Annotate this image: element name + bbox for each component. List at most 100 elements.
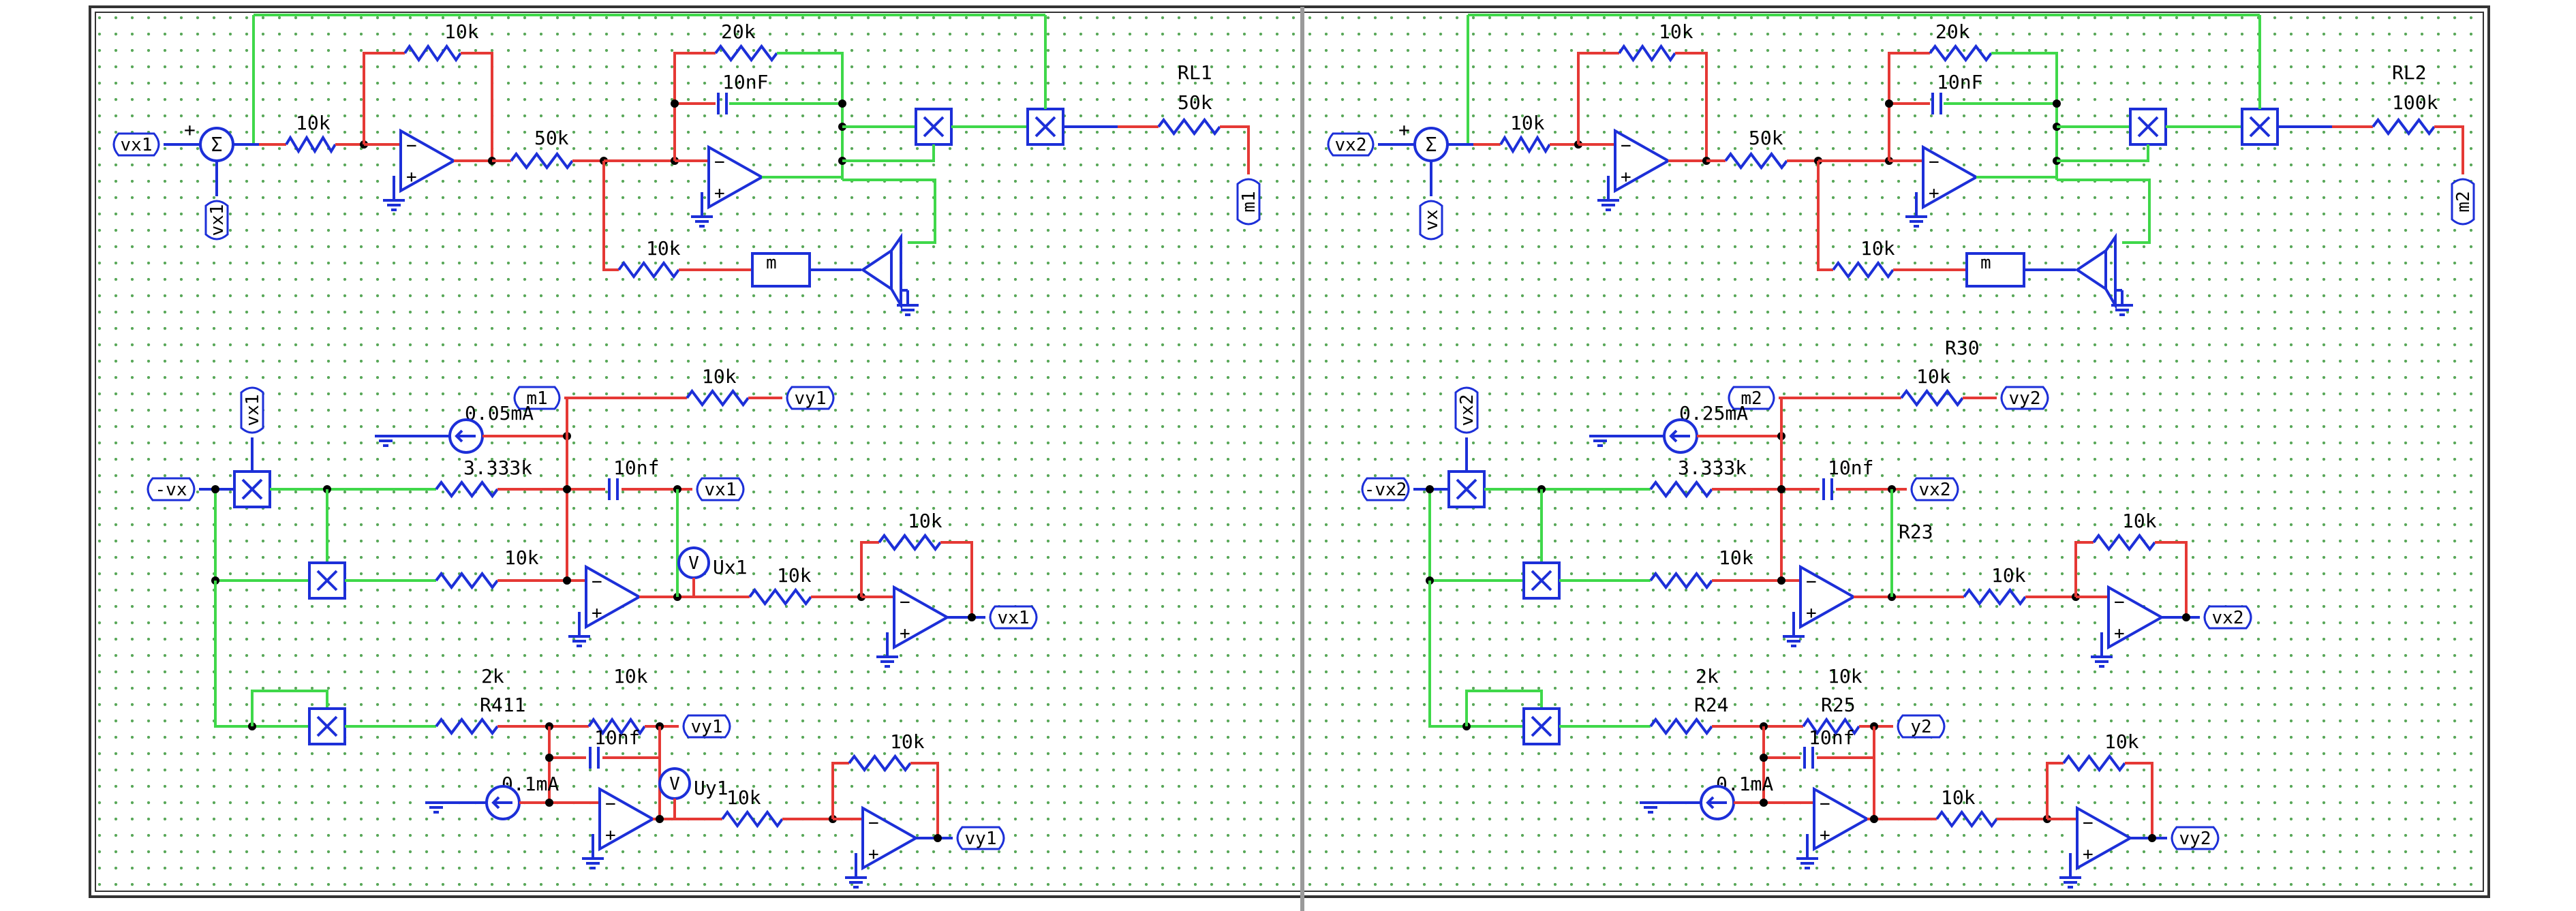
wire <box>940 541 973 617</box>
op-amp-minus: − <box>2083 813 2094 833</box>
resistor <box>435 480 499 499</box>
resistor <box>435 717 499 736</box>
op-amp-plus: + <box>1929 183 1939 204</box>
resistor-label: 10k <box>2122 510 2157 532</box>
vx-tag: vx2 <box>1910 477 1959 501</box>
current-source <box>485 785 521 820</box>
capacitor-label: 10nF <box>722 71 768 93</box>
m-input-tag: m2 <box>1728 386 1775 410</box>
op-amp: −+ <box>1783 564 1857 647</box>
vx-output-tag: vx2 <box>2203 605 2252 630</box>
ground-symbol <box>1640 801 1661 814</box>
wire <box>363 52 405 144</box>
vx-tag: vx1 <box>696 477 745 501</box>
vy-link-tag: vy1 <box>786 386 835 410</box>
current-source <box>1700 785 1735 820</box>
wire <box>461 52 493 161</box>
ground-symbol <box>375 435 397 447</box>
op-amp-plus: + <box>605 825 616 846</box>
m-block-label: m <box>766 253 777 273</box>
resistor <box>1649 480 1713 499</box>
multiplier-block <box>1026 108 1064 146</box>
op-amp-plus: + <box>2114 623 2125 644</box>
resistor-label: 2k <box>481 665 504 688</box>
op-amp-minus: − <box>1621 136 1631 156</box>
capacitor <box>589 747 600 769</box>
resistor <box>2092 533 2156 552</box>
op-amp: −+ <box>1905 144 1980 228</box>
op-amp-plus: + <box>1621 167 1631 187</box>
junction-dot <box>545 799 553 807</box>
current-source <box>1663 418 1698 454</box>
op-amp-plus: + <box>406 167 417 187</box>
op-amp: −+ <box>876 585 951 668</box>
meter-label: Uy1 <box>694 777 729 799</box>
vx-output-tag: vx1 <box>989 605 1038 630</box>
wire <box>831 762 849 819</box>
resistor-label: 10k <box>777 564 812 587</box>
resistor-label: 10k <box>890 730 925 753</box>
junction-dot <box>1426 485 1434 493</box>
input-tag-text: vx1 <box>121 135 153 155</box>
neg-vx-tag-text: -vx <box>155 480 187 500</box>
resistor-label: 10k <box>908 510 942 532</box>
vx-input-tag: vx2 <box>1454 386 1479 434</box>
resistor <box>617 260 680 279</box>
wire <box>1817 161 1833 271</box>
output-m-tag: m2 <box>2451 178 2475 226</box>
feedback-tag: vx <box>1419 200 1443 241</box>
neg-vx-tag: -vx2 <box>1361 477 1410 501</box>
ground-symbol <box>1597 199 1619 211</box>
svg-text:Σ: Σ <box>1426 134 1437 156</box>
resistor-name: R30 <box>1945 337 1980 359</box>
capacitor <box>1822 478 1833 500</box>
capacitor-label: 10nf <box>594 726 640 749</box>
wire <box>1220 125 1250 174</box>
op-amp: −+ <box>691 144 765 228</box>
resistor-label: 10k <box>702 365 737 388</box>
vx-input-tag: vx1 <box>240 386 264 434</box>
vx-tag-text: vx1 <box>705 480 737 500</box>
svg-text:V: V <box>688 553 699 574</box>
resistor <box>1618 44 1676 63</box>
wire <box>1465 690 1543 726</box>
feedback-tag-text: vx1 <box>207 204 228 236</box>
resistor-label: 10k <box>2104 730 2139 753</box>
junction-dot <box>934 834 942 842</box>
wire <box>2057 144 2149 162</box>
ground-symbol <box>876 655 898 668</box>
op-amp: −+ <box>845 805 919 889</box>
op-amp-minus: − <box>592 572 602 592</box>
resistor <box>1649 717 1713 736</box>
op-amp: −+ <box>383 128 457 211</box>
load-resistor-label: 100k <box>2392 91 2438 114</box>
ground-symbol <box>1783 635 1805 647</box>
resistor-label: 50k <box>1749 127 1783 149</box>
m-input-tag-text: m1 <box>526 388 547 409</box>
current-source <box>448 418 484 454</box>
multiplier-block <box>1522 561 1561 600</box>
output-m-tag-text: m1 <box>1239 191 1259 212</box>
multiplier-block <box>2241 108 2279 146</box>
resistor <box>1724 151 1788 170</box>
vy-link-tag: vy2 <box>2000 386 2049 410</box>
vy-tag: y2 <box>1897 714 1946 739</box>
resistor-label: 3.333k <box>1678 457 1747 479</box>
junction-dot <box>1870 815 1878 823</box>
junction-dot <box>1760 754 1768 762</box>
vy-tag-text: vy1 <box>691 717 723 737</box>
op-amp-minus: − <box>406 136 417 156</box>
output-m-tag-text: m2 <box>2453 191 2474 212</box>
resistor-label: 10k <box>296 112 331 134</box>
capacitor <box>1931 93 1942 114</box>
ground-symbol <box>2059 876 2081 889</box>
resistor <box>1802 717 1860 736</box>
wire <box>602 161 619 271</box>
m-block: m <box>751 252 811 288</box>
m-block-label: m <box>1980 253 1991 273</box>
resistor <box>1499 135 1551 154</box>
wire <box>214 581 311 728</box>
plus-sign: + <box>1398 119 1410 141</box>
resistor <box>510 151 574 170</box>
